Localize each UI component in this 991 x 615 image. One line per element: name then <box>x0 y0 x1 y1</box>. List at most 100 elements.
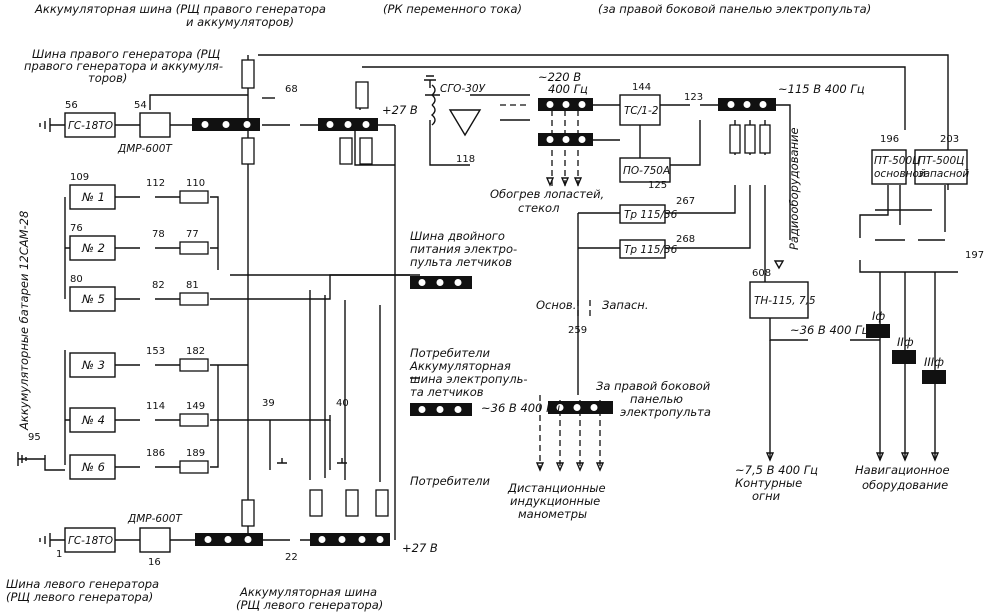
bus-bars <box>192 98 946 546</box>
pt500-res-box <box>914 149 968 185</box>
acc-left-label2: (РЩ левого генератора) <box>236 598 383 612</box>
num-267: 267 <box>676 196 695 207</box>
bus-36v-mid <box>548 401 613 414</box>
num-608: 608 <box>752 268 771 279</box>
bat2-box <box>69 235 116 261</box>
phase2-label: IIф <box>897 335 914 349</box>
remote-label3: манометры <box>518 507 587 521</box>
battery-side-label: Аккумуляторные батареи 12САМ-28 <box>17 211 31 431</box>
acc-bus-pilots-label1: Аккумуляторная <box>409 359 511 373</box>
consumers1-label: Потребители <box>410 346 490 360</box>
num-112: 112 <box>146 178 165 189</box>
num-259: 259 <box>568 325 587 336</box>
bat6-box <box>69 454 116 480</box>
num-203: 203 <box>940 134 959 145</box>
heating-label1: Обогрев лопастей, <box>490 187 604 201</box>
bus-right-acc <box>318 118 378 131</box>
num-78: 78 <box>152 229 165 240</box>
num-80: 80 <box>70 274 83 285</box>
num-82: 82 <box>152 280 165 291</box>
nav-label1: Навигационное <box>855 463 950 477</box>
tn115-label: ТН-115, 7,5 <box>754 295 816 307</box>
dual-bus-label2: питания электро- <box>410 242 517 256</box>
v75-label2: Контурные <box>735 476 802 490</box>
reference-numbers: 56 54 68 109 112 110 76 78 77 80 82 81 1… <box>28 82 984 568</box>
num-16: 16 <box>148 557 161 568</box>
po750-label: ПО-750А <box>623 165 670 177</box>
gs-right-box <box>64 112 116 138</box>
gen-right-bus-label1: Шина правого генератора (РЩ <box>32 47 221 61</box>
num-149: 149 <box>186 401 205 412</box>
bat5-box <box>69 286 116 312</box>
consumers2-label: Потребители <box>410 474 490 488</box>
num-110: 110 <box>186 178 205 189</box>
tn115-box <box>749 281 809 319</box>
zapasn-label: Запасн. <box>602 298 648 312</box>
num-1: 1 <box>56 549 62 560</box>
bus-dual-supply <box>410 276 472 289</box>
dual-bus-label3: пульта летчиков <box>410 255 512 269</box>
num-68: 68 <box>285 84 298 95</box>
pt500-main-label2: основной <box>874 168 926 180</box>
num-109: 109 <box>70 172 89 183</box>
v115-label: ~115 В 400 Гц <box>778 82 865 96</box>
radio-label: Радиооборудование <box>787 127 801 250</box>
acc-bus-pilots-label3: та летчиков <box>410 385 484 399</box>
behind-panel-top-label: (за правой боковой панелью электропульта… <box>598 2 871 16</box>
dual-bus-label1: Шина двойного <box>410 229 505 243</box>
phase3-bus <box>922 370 946 384</box>
remote-label1: Дистанционные <box>507 481 606 495</box>
ts12-label: ТС/1-2 <box>624 105 659 117</box>
behind-panel-mid-label1: За правой боковой <box>596 379 711 393</box>
phase1-label: Iф <box>872 309 885 323</box>
num-189: 189 <box>186 448 205 459</box>
v220-label: ~220 В <box>538 70 581 84</box>
bus-left-acc <box>310 533 390 546</box>
sgo-label: СГО-30У <box>440 83 486 95</box>
num-22: 22 <box>285 552 298 563</box>
num-123: 123 <box>684 92 703 103</box>
pt500-res-label2: запасной <box>918 168 969 180</box>
labels: Аккумуляторная шина (РЩ правого генерато… <box>6 2 969 612</box>
bus-acc-pilots <box>410 403 472 416</box>
num-40: 40 <box>336 398 349 409</box>
bat5-label: № 5 <box>81 292 105 306</box>
tr1-box <box>619 204 666 224</box>
nav-label2: оборудование <box>862 478 948 492</box>
num-56: 56 <box>65 100 78 111</box>
gs-right-label: ГС-18ТО <box>68 120 113 132</box>
gen-right-bus-label2: правого генератора и аккумуля- <box>24 59 223 73</box>
bat6-label: № 6 <box>81 460 105 474</box>
behind-panel-mid-label2: панелью <box>630 392 683 406</box>
osnov-label: Основ. <box>536 298 576 312</box>
bus-right-gen <box>192 118 260 131</box>
heating-label2: стекол <box>518 201 560 215</box>
num-114: 114 <box>146 401 165 412</box>
bus-left-gen <box>195 533 263 546</box>
behind-panel-mid-label3: электропульта <box>620 405 711 419</box>
num-76: 76 <box>70 223 83 234</box>
v36-right-label: ~36 В 400 Гц <box>790 323 869 337</box>
num-54: 54 <box>134 100 147 111</box>
fuses <box>179 59 771 527</box>
component-boxes <box>64 94 968 553</box>
gen-left-bus-label1: Шина левого генератора <box>6 577 159 591</box>
hz400-label: 400 Гц <box>548 82 588 96</box>
dmr-right-label: ДМР-600Т <box>117 143 173 155</box>
acc-bus-pilots-label2: шина электропуль- <box>410 372 528 386</box>
num-144: 144 <box>632 82 651 93</box>
bat1-box <box>69 184 116 210</box>
num-197: 197 <box>965 250 984 261</box>
ground-symbols <box>17 118 347 547</box>
tr1-label: Тр 115/36 <box>624 209 678 221</box>
dmr-left-label: ДМР-600Т <box>127 513 183 525</box>
rk-ac-label: (РК переменного тока) <box>383 2 522 16</box>
num-196: 196 <box>880 134 899 145</box>
tr2-box <box>619 239 666 259</box>
pt500-main-box <box>871 149 907 185</box>
num-118: 118 <box>456 154 475 165</box>
bus-ac-220 <box>538 98 593 111</box>
top-left-bus-label2: и аккумуляторов) <box>186 15 294 29</box>
num-81: 81 <box>186 280 199 291</box>
